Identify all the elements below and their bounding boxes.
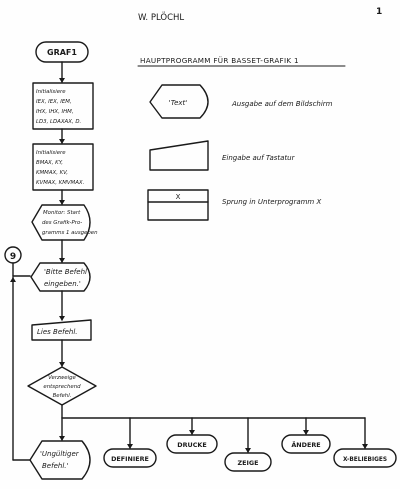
display-start-line-2: des Grafik-Pro- (42, 220, 82, 226)
branch-zeige-label: ZEIGE (238, 459, 259, 467)
branch-drucke (166, 434, 218, 454)
init1-line-4: LD3, LDAXAX, D. (36, 119, 81, 125)
legend-input-symbol (149, 140, 209, 171)
author-name: W. PLÖCHL (138, 12, 184, 23)
init2-line-4: KVMAX, KMVMAX. (36, 180, 84, 186)
display-prompt-line-1: 'Bitte Befehl (44, 268, 87, 276)
connector-label: 9 (10, 252, 16, 262)
arrowhead (245, 448, 251, 453)
arrowhead (303, 430, 309, 435)
invalid-line-2: Befehl.' (42, 462, 68, 470)
display-prompt (30, 262, 91, 292)
page-title: HAUPTPROGRAMM FÜR BASSET-GRAFIK 1 (140, 56, 299, 65)
branch-aendere (281, 434, 331, 454)
decision-line-3: Befehl. (53, 393, 72, 399)
legend-display-symbol (149, 84, 209, 119)
init2-line-3: KMMAX, KV, (36, 170, 68, 176)
arrowhead (59, 362, 65, 367)
legend-jump-text: X (176, 193, 181, 201)
input-read-command (31, 319, 92, 341)
invalid-line-1: 'Ungültiger (40, 450, 80, 458)
arrowhead (59, 316, 65, 321)
display-start-line-3: gramms 1 ausgeben (42, 230, 98, 236)
arrowhead (59, 436, 65, 441)
init-process-1 (32, 82, 94, 130)
branch-x-beliebiges-label: X-BELIEBIGES (343, 457, 387, 463)
legend-jump-symbol (147, 189, 209, 221)
branch-definiere (103, 448, 157, 468)
display-invalid-command (29, 440, 91, 480)
branch-zeige (224, 452, 272, 472)
decision-line-2: entsprechend (43, 384, 81, 390)
start-terminal-label: GRAF1 (47, 48, 77, 57)
legend-input-desc: Eingabe auf Tastatur (222, 154, 296, 162)
arrowhead (10, 277, 16, 282)
branch-x-beliebiges (333, 448, 397, 468)
init2-line-2: BMAX, KY, (36, 160, 63, 166)
page-number: 1 (376, 7, 382, 17)
legend-display-desc: Ausgabe auf dem Bildschirm (231, 100, 333, 108)
init1-line-1: Initialisiere (36, 89, 66, 95)
read-command-label: Lies Befehl. (37, 328, 78, 336)
display-start-message (31, 204, 91, 241)
arrowhead (59, 78, 65, 83)
init-process-2 (32, 143, 94, 191)
arrowhead (127, 444, 133, 449)
branch-definiere-label: DEFINIERE (111, 455, 149, 463)
display-prompt-line-2: eingeben.' (44, 280, 81, 288)
arrowhead (189, 430, 195, 435)
legend-display-text: 'Text' (169, 99, 188, 107)
decision-line-1: Verzweige (48, 375, 76, 381)
init1-line-3: IHX, IHX, IHM, (36, 109, 74, 115)
arrowhead (362, 444, 368, 449)
init2-line-1: Initialisiere (36, 150, 66, 156)
branch-drucke-label: DRUCKE (177, 441, 206, 449)
arrowhead (59, 139, 65, 144)
legend-jump-desc: Sprung in Unterprogramm X (222, 198, 321, 206)
branch-aendere-label: ÄNDERE (291, 440, 320, 449)
arrowhead (59, 200, 65, 205)
display-start-line-1: Monitor: Start (43, 210, 81, 216)
arrowhead (59, 258, 65, 263)
init1-line-2: IEX, IEX, IEM, (36, 99, 72, 105)
